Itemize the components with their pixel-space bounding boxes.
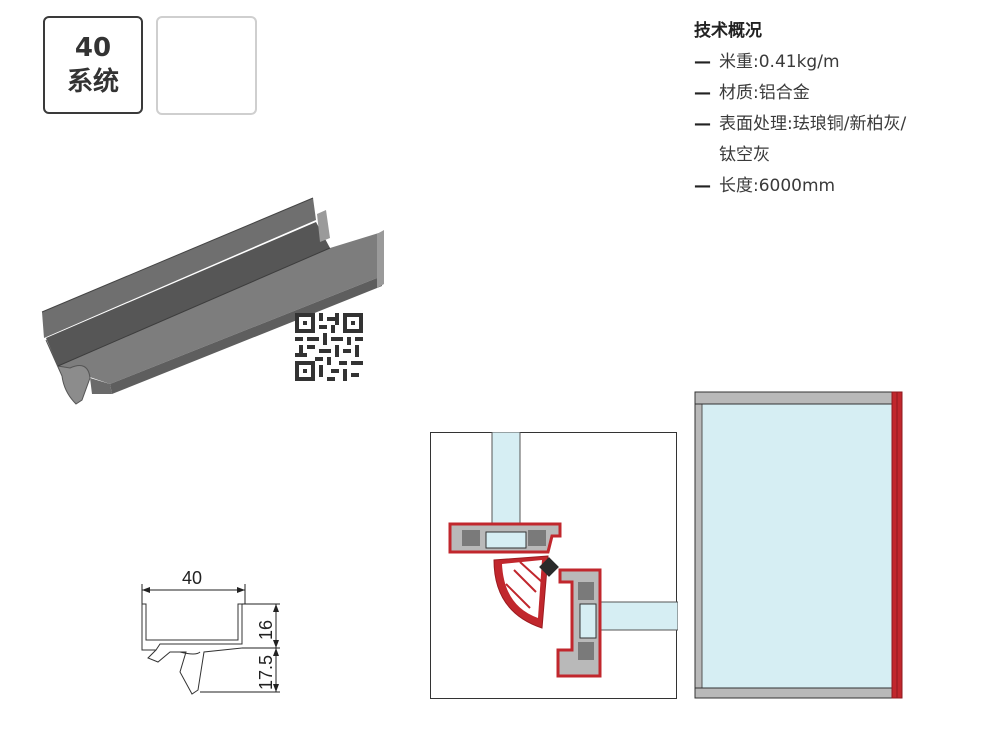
dash-icon: —	[694, 176, 711, 196]
system-badge: 40 系统	[43, 16, 143, 114]
dash-icon: —	[694, 114, 711, 134]
dash-icon: —	[694, 83, 711, 103]
empty-badge-box	[156, 16, 257, 115]
spec-text: 长度:6000mm	[719, 176, 836, 196]
technical-specs: 技术概况 — 米重:0.41kg/m — 材质:铝合金 — 表面处理:珐琅铜/新…	[694, 16, 994, 202]
dimension-upper-height-label: 16	[256, 620, 276, 640]
spec-item-finish: — 表面处理:珐琅铜/新柏灰/ 钛空灰	[694, 109, 994, 171]
system-number: 40	[74, 33, 112, 63]
dimension-width-label: 40	[182, 568, 202, 588]
dimension-lower-height-label: 17.5	[256, 655, 276, 690]
corner-section-drawing	[430, 432, 678, 699]
system-label: 系统	[66, 67, 119, 97]
glass-panel-elevation	[694, 391, 903, 699]
specs-title: 技术概况	[694, 21, 762, 41]
dimension-drawing: 40 16 17.5	[141, 568, 280, 695]
spec-item-length: — 长度:6000mm	[694, 171, 994, 202]
spec-text: 米重:0.41kg/m	[719, 52, 840, 72]
profile-3d-render	[41, 197, 384, 405]
spec-item-weight: — 米重:0.41kg/m	[694, 47, 994, 78]
qr-code-icon	[295, 313, 363, 381]
spec-text-continuation: 钛空灰	[719, 145, 770, 165]
spec-text: 材质:铝合金	[719, 83, 810, 103]
spec-text: 表面处理:珐琅铜/新柏灰/	[719, 114, 907, 134]
spec-item-material: — 材质:铝合金	[694, 78, 994, 109]
dash-icon: —	[694, 52, 711, 72]
